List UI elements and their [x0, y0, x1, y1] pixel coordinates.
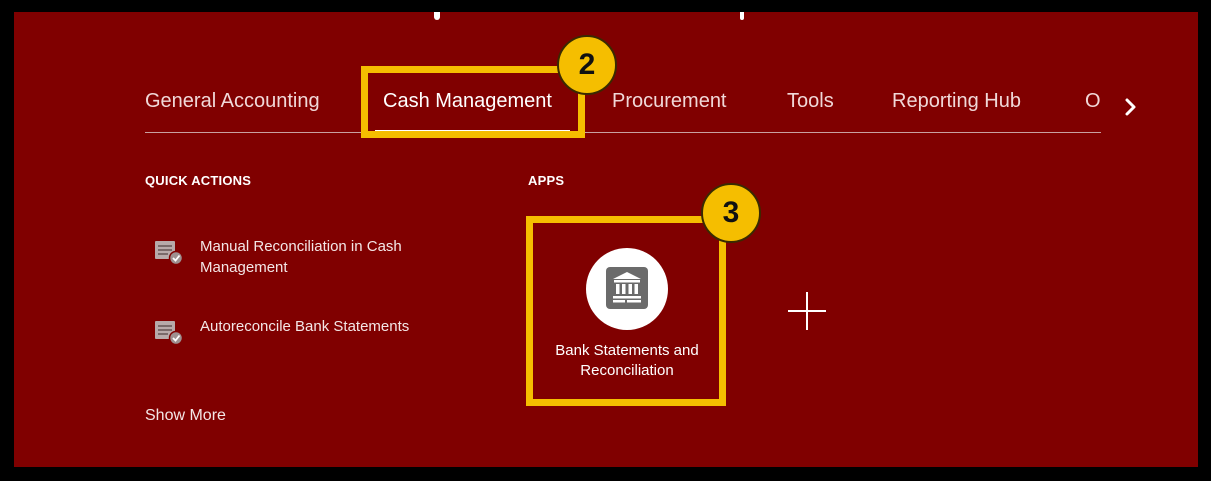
- tab-overflow[interactable]: O: [1085, 90, 1101, 112]
- quick-action-label: Manual Reconciliation in Cash Management: [200, 238, 402, 276]
- app-bank-statements-and-reconciliation[interactable]: Bank Statements and Reconciliation: [538, 237, 724, 402]
- tab-general-accounting[interactable]: General Accounting: [145, 90, 320, 112]
- step-badge-2: 2: [557, 35, 617, 95]
- tab-reporting-hub[interactable]: Reporting Hub: [892, 90, 1021, 112]
- step-badge-3: 3: [701, 183, 761, 243]
- highlight-box-cash-management: [361, 66, 585, 138]
- quick-action-autoreconcile[interactable]: Autoreconcile Bank Statements: [154, 316, 440, 346]
- task-list-check-icon: [154, 238, 186, 266]
- quick-action-manual-reconciliation[interactable]: Manual Reconciliation in Cash Management: [154, 236, 440, 278]
- tab-procurement[interactable]: Procurement: [612, 90, 727, 112]
- highlight-box-bank-statements: [526, 216, 726, 406]
- app-icon-circle: [586, 248, 668, 330]
- app-tile-label: Bank Statements and Reconciliation: [555, 342, 699, 379]
- apps-heading: APPS: [528, 173, 565, 188]
- nav-tabs: General Accounting Cash Management Procu…: [145, 82, 1101, 134]
- show-more-link[interactable]: Show More: [145, 407, 226, 424]
- cut-off-text-fragment: [740, 12, 744, 20]
- tabs-divider: [145, 132, 1101, 133]
- quick-actions-heading: QUICK ACTIONS: [145, 173, 252, 188]
- bank-icon: [606, 267, 648, 309]
- quick-action-label: Autoreconcile Bank Statements: [200, 318, 410, 335]
- task-list-check-icon: [154, 318, 186, 346]
- plus-icon[interactable]: [786, 290, 828, 332]
- tab-tools[interactable]: Tools: [787, 90, 834, 112]
- cut-off-text-fragment: [434, 12, 440, 20]
- tab-cash-management[interactable]: Cash Management: [383, 90, 552, 112]
- chevron-right-icon[interactable]: [1118, 92, 1144, 122]
